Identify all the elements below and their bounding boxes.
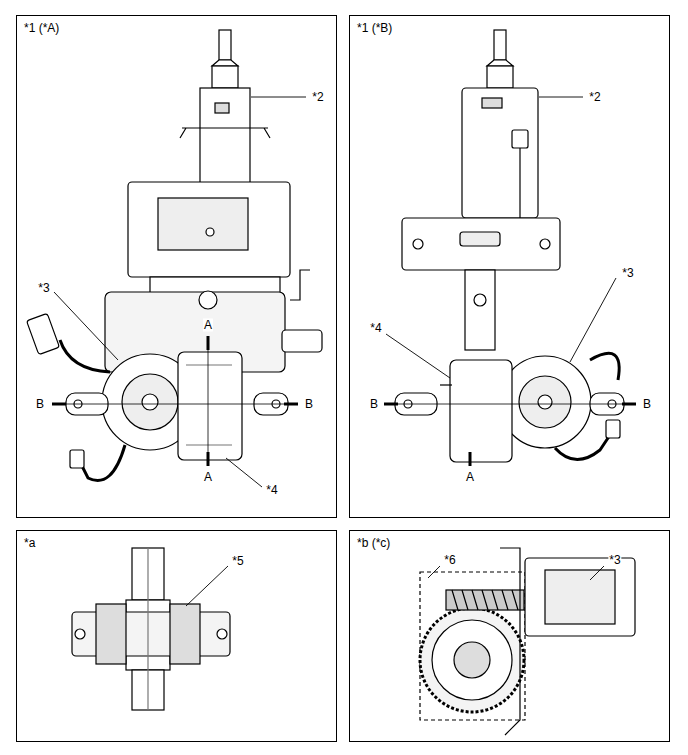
callout-number: *3 — [37, 282, 50, 295]
section-mark: A — [203, 319, 213, 332]
callout-number: *6 — [443, 554, 456, 567]
panel-heading: *1 (*A) — [24, 21, 59, 35]
section-mark: B — [369, 398, 379, 411]
callout-number: *5 — [231, 555, 244, 568]
figure-panel: *1 (*A) — [16, 15, 337, 518]
panel-heading: *1 (*B) — [357, 21, 392, 35]
figure-panel: *a — [16, 530, 337, 742]
callout-number: *4 — [265, 484, 278, 497]
callout-number: *3 — [608, 554, 621, 567]
section-mark: A — [465, 471, 475, 484]
section-mark: B — [304, 398, 314, 411]
callout-number: *3 — [621, 267, 634, 280]
callout-number: *4 — [369, 322, 382, 335]
panel-heading: *a — [24, 536, 35, 550]
callout-number: *2 — [311, 91, 324, 104]
callout-number: *2 — [588, 91, 601, 104]
section-mark: B — [642, 398, 652, 411]
section-mark: B — [35, 398, 45, 411]
figure-panel: *b (*c) — [349, 530, 670, 742]
panel-heading: *b (*c) — [357, 536, 390, 550]
section-mark: A — [203, 471, 213, 484]
